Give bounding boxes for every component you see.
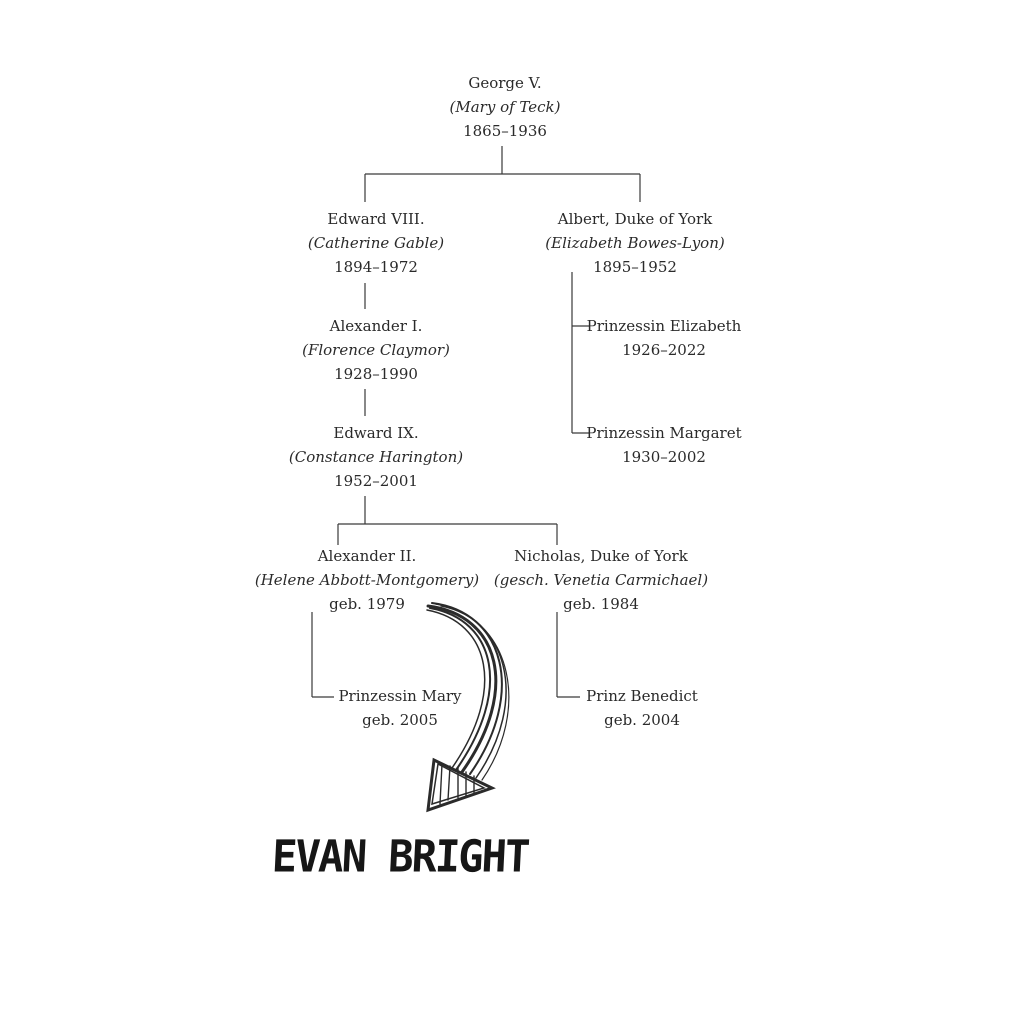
person-spouse: (Elizabeth Bowes-Lyon)	[545, 234, 725, 252]
person-name: Alexander I.	[329, 317, 423, 335]
person-edward-viii: Edward VIII. (Catherine Gable) 1894–1972	[308, 207, 444, 279]
person-name: Prinzessin Elizabeth	[586, 317, 742, 335]
person-mary: Prinzessin Mary geb. 2005	[338, 684, 461, 732]
person-spouse: (gesch. Venetia Carmichael)	[493, 571, 709, 589]
person-spouse: (Florence Claymor)	[302, 341, 450, 359]
person-margaret: Prinzessin Margaret 1930–2002	[586, 421, 741, 469]
person-alexander-ii: Alexander II. (Helene Abbott-Montgomery)…	[255, 544, 479, 616]
person-benedict: Prinz Benedict geb. 2004	[586, 684, 698, 732]
person-dates: 1952–2001	[334, 472, 418, 490]
person-spouse: (Mary of Teck)	[449, 98, 561, 116]
hand-drawn-arrow-icon	[426, 602, 510, 813]
person-dates: 1930–2002	[622, 448, 706, 466]
person-dates: 1926–2022	[622, 341, 706, 359]
person-alexander-i: Alexander I. (Florence Claymor) 1928–199…	[302, 314, 450, 386]
person-name: Prinz Benedict	[586, 687, 698, 705]
person-george-v: George V. (Mary of Teck) 1865–1936	[450, 71, 561, 143]
person-dates: 1865–1936	[463, 122, 547, 140]
person-dates: 1928–1990	[334, 365, 418, 383]
person-dates: geb. 1984	[563, 595, 639, 613]
person-elizabeth: Prinzessin Elizabeth 1926–2022	[587, 314, 742, 362]
person-dates: geb. 2005	[362, 711, 438, 729]
person-name: Prinzessin Mary	[338, 687, 462, 705]
person-name: Prinzessin Margaret	[586, 424, 742, 442]
person-edward-ix: Edward IX. (Constance Harington) 1952–20…	[289, 421, 463, 493]
person-nicholas: Nicholas, Duke of York (gesch. Venetia C…	[494, 544, 708, 616]
person-spouse: (Constance Harington)	[288, 448, 464, 466]
person-spouse: (Catherine Gable)	[307, 234, 445, 252]
person-name: George V.	[468, 74, 542, 92]
person-name: Alexander II.	[317, 547, 417, 565]
handwritten-annotation: EVAN BRIGHT	[270, 830, 530, 883]
person-spouse: (Helene Abbott-Montgomery)	[254, 571, 480, 589]
person-dates: geb. 2004	[604, 711, 680, 729]
person-name: Edward VIII.	[327, 210, 425, 228]
person-name: Albert, Duke of York	[557, 210, 713, 228]
person-albert: Albert, Duke of York (Elizabeth Bowes-Ly…	[545, 207, 724, 279]
person-name: Edward IX.	[333, 424, 419, 442]
person-name: Nicholas, Duke of York	[514, 547, 688, 565]
person-dates: geb. 1979	[329, 595, 405, 613]
person-dates: 1895–1952	[593, 258, 677, 276]
person-dates: 1894–1972	[334, 258, 418, 276]
